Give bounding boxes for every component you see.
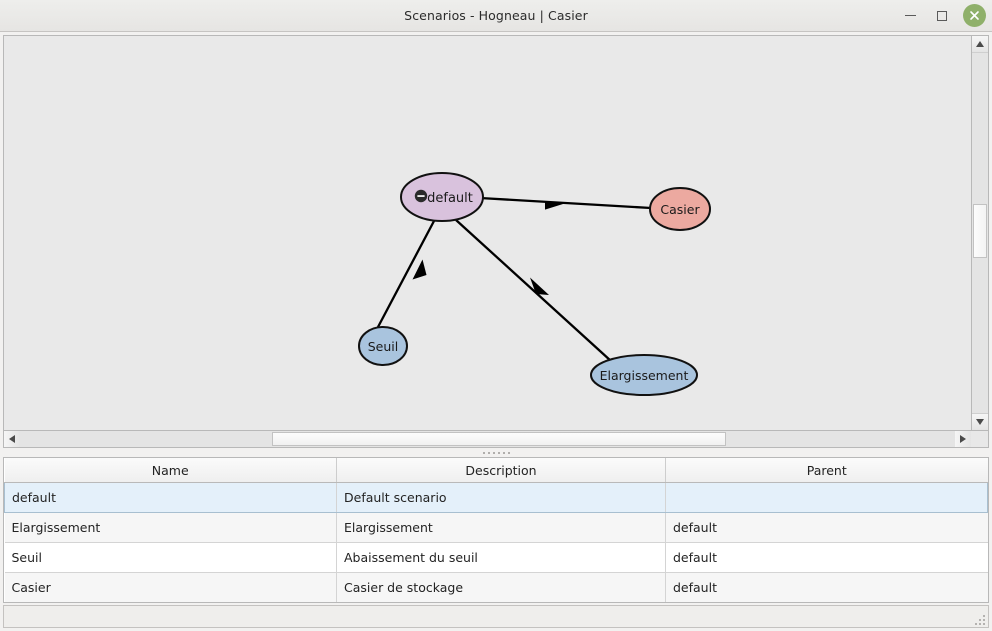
graph-node-casier[interactable]: Casier [649, 187, 711, 231]
chevron-left-icon [9, 435, 15, 443]
table-row[interactable]: default Default scenario [4, 482, 988, 513]
cell-description[interactable]: Default scenario [336, 482, 666, 513]
graph-edge-default-seuil [376, 220, 436, 328]
table-header-row: Name Description Parent [4, 458, 988, 483]
graph-pane: Casier Seuil Elargissement [3, 35, 989, 431]
cell-parent[interactable] [665, 482, 988, 513]
cell-name[interactable]: Casier [4, 572, 337, 602]
scroll-left-button[interactable] [4, 431, 20, 447]
graph-vertical-scrollbar[interactable] [972, 35, 989, 431]
cell-description[interactable]: Elargissement [336, 512, 666, 543]
scroll-right-button[interactable] [955, 431, 971, 447]
maximize-button[interactable] [931, 5, 953, 27]
table-row[interactable]: Casier Casier de stockage default [4, 572, 988, 602]
vertical-scroll-thumb[interactable] [973, 204, 987, 259]
graph-edge-default-elargissement [455, 219, 612, 362]
scenarios-table-panel: Name Description Parent default Default … [3, 457, 989, 603]
chevron-up-icon [976, 41, 984, 47]
column-header-parent[interactable]: Parent [665, 458, 988, 483]
maximize-icon [937, 10, 947, 21]
close-button[interactable] [963, 4, 986, 27]
graph-node-label-seuil: Seuil [368, 339, 399, 354]
window-title: Scenarios - Hogneau | Casier [404, 8, 588, 23]
close-icon [970, 11, 979, 20]
scenarios-table: Name Description Parent default Default … [4, 458, 988, 602]
collapse-toggle-icon[interactable] [414, 189, 428, 203]
window-controls [899, 0, 986, 31]
scenario-graph: Casier Seuil Elargissement [358, 172, 711, 396]
resize-grip-icon[interactable] [972, 612, 985, 625]
vertical-scroll-track[interactable] [972, 53, 988, 413]
pane-splitter[interactable] [0, 448, 992, 457]
cell-name[interactable]: Elargissement [4, 512, 337, 543]
status-bar [3, 605, 989, 628]
graph-node-label-casier: Casier [660, 202, 700, 217]
scenario-graph-canvas[interactable]: Casier Seuil Elargissement [3, 35, 972, 431]
cell-name[interactable]: Seuil [4, 542, 337, 573]
cell-parent[interactable]: default [665, 542, 988, 573]
splitter-grip-icon [482, 451, 510, 454]
graph-node-seuil[interactable]: Seuil [358, 326, 408, 366]
cell-description[interactable]: Abaissement du seuil [336, 542, 666, 573]
scroll-down-button[interactable] [972, 413, 988, 430]
graph-horizontal-scrollbar[interactable] [3, 431, 989, 448]
graph-node-label-elargissement: Elargissement [600, 368, 689, 383]
minimize-icon [904, 15, 916, 16]
graph-node-label-default: default [427, 191, 473, 206]
scrollbar-corner [971, 431, 988, 447]
table-row[interactable]: Elargissement Elargissement default [4, 512, 988, 543]
cell-parent[interactable]: default [665, 572, 988, 602]
cell-parent[interactable]: default [665, 512, 988, 543]
cell-description[interactable]: Casier de stockage [336, 572, 666, 602]
cell-name[interactable]: default [4, 482, 337, 513]
graph-node-default[interactable]: default [400, 172, 484, 222]
graph-node-elargissement[interactable]: Elargissement [590, 354, 698, 396]
column-header-name[interactable]: Name [4, 458, 337, 483]
chevron-right-icon [960, 435, 966, 443]
title-bar[interactable]: Scenarios - Hogneau | Casier [0, 0, 992, 32]
column-header-description[interactable]: Description [336, 458, 666, 483]
minimize-button[interactable] [899, 5, 921, 27]
horizontal-scroll-thumb[interactable] [272, 432, 726, 446]
graph-edge-default-casier [479, 196, 652, 210]
table-row[interactable]: Seuil Abaissement du seuil default [4, 542, 988, 573]
chevron-down-icon [976, 419, 984, 425]
scroll-up-button[interactable] [972, 36, 988, 53]
horizontal-scroll-track[interactable] [20, 431, 955, 447]
